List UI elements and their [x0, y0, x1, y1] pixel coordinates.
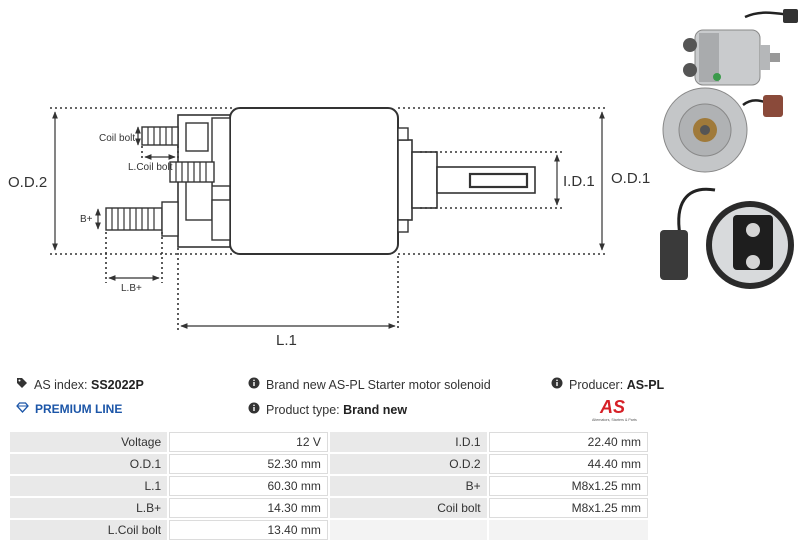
product-photos: [660, 9, 798, 289]
producer-label: Producer:: [569, 377, 624, 392]
svg-text:Alternators, Starters & Parts: Alternators, Starters & Parts: [592, 418, 637, 422]
description-row: Brand new AS-PL Starter motor solenoid: [248, 377, 491, 392]
spec-label: L.1: [10, 476, 168, 496]
as-index-value: SS2022P: [91, 377, 144, 392]
plunger-slot: [468, 172, 529, 189]
description-text: Brand new AS-PL Starter motor solenoid: [266, 377, 491, 392]
spec-value: M8x1.25 mm: [488, 498, 648, 518]
spec-label: L.Coil bolt: [10, 520, 168, 540]
od1-label: O.D.1: [611, 170, 650, 187]
spec-value: 22.40 mm: [488, 432, 648, 452]
as-index-label: AS index:: [34, 377, 88, 392]
coil-bolt-label: Coil bolt: [99, 133, 135, 144]
specs-table: Voltage 12 V I.D.1 22.40 mm O.D.1 52.30 …: [8, 430, 650, 542]
svg-text:AS: AS: [599, 397, 625, 417]
spec-label-empty: [329, 520, 487, 540]
b-plus-label: B+: [80, 214, 93, 225]
product-type-label: Product type:: [266, 402, 340, 417]
spec-label: Coil bolt: [329, 498, 487, 518]
photo-end-view: [662, 87, 783, 173]
spec-label: O.D.1: [10, 454, 168, 474]
spec-label: L.B+: [10, 498, 168, 518]
table-row: O.D.1 52.30 mm O.D.2 44.40 mm: [10, 454, 648, 474]
spec-value-empty: [488, 520, 648, 540]
spec-value: 44.40 mm: [488, 454, 648, 474]
id1-label: I.D.1: [563, 173, 595, 190]
spec-label: O.D.2: [329, 454, 487, 474]
info-icon: [248, 377, 260, 392]
product-type-value: Brand new: [343, 402, 408, 417]
info-icon: [248, 402, 260, 417]
spec-value: 13.40 mm: [169, 520, 328, 540]
diamond-icon: [16, 402, 29, 416]
plunger: [436, 166, 536, 194]
as-index-row: AS index: SS2022P: [16, 377, 144, 392]
table-row: L.Coil bolt 13.40 mm: [10, 520, 648, 540]
info-icon: [551, 377, 563, 392]
l-b-plus-label: L.B+: [121, 283, 142, 294]
premium-line-label: PREMIUM LINE: [35, 402, 123, 416]
producer-value: AS-PL: [626, 377, 665, 392]
od2-label: O.D.2: [8, 174, 47, 191]
spec-label: I.D.1: [329, 432, 487, 452]
table-row: L.1 60.30 mm B+ M8x1.25 mm: [10, 476, 648, 496]
product-type-row: Product type: Brand new: [248, 402, 407, 417]
spec-value: 52.30 mm: [169, 454, 328, 474]
end-cap: [397, 139, 413, 221]
as-pl-logo: AS Alternators, Starters & Parts: [592, 397, 637, 422]
premium-line-row: PREMIUM LINE: [16, 402, 122, 416]
spec-label: B+: [329, 476, 487, 496]
tag-icon: [16, 377, 28, 392]
plunger-housing: [411, 151, 438, 209]
l-coil-bolt-label: L.Coil bolt: [128, 162, 173, 173]
producer-row: Producer: AS-PL: [551, 377, 664, 392]
spec-value: M8x1.25 mm: [488, 476, 648, 496]
photo-terminal-view: [660, 187, 794, 289]
table-row: Voltage 12 V I.D.1 22.40 mm: [10, 432, 648, 452]
l1-label: L.1: [276, 332, 297, 349]
table-row: L.B+ 14.30 mm Coil bolt M8x1.25 mm: [10, 498, 648, 518]
spec-value: 12 V: [169, 432, 328, 452]
photo-side-view: [683, 9, 798, 86]
technical-drawing: O.D.2 O.D.1 I.D.1 L.1 Coil bolt L.Coil b…: [8, 107, 650, 349]
spec-label: Voltage: [10, 432, 168, 452]
spec-value: 60.30 mm: [169, 476, 328, 496]
solenoid-body: [229, 107, 399, 255]
spec-value: 14.30 mm: [169, 498, 328, 518]
